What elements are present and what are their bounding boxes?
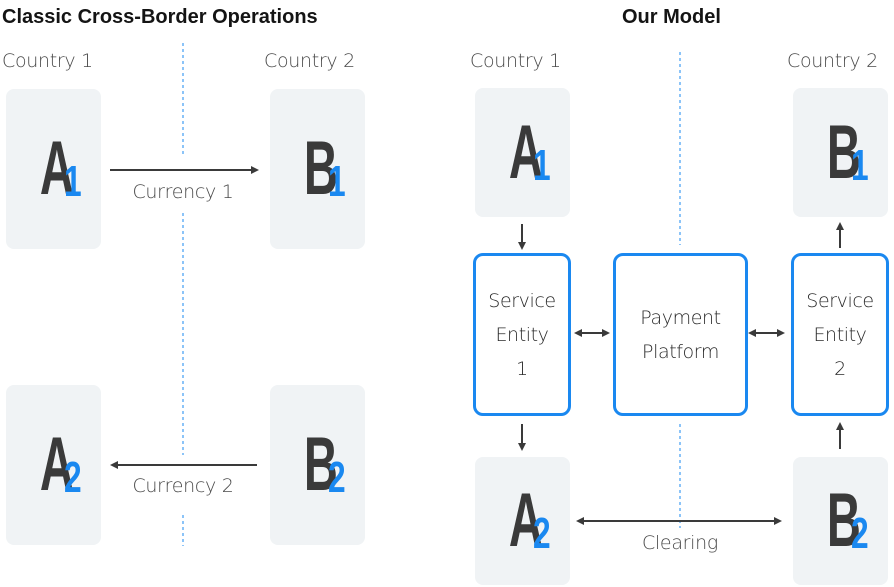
party-subscript: 2 xyxy=(327,453,346,502)
service-entity-1-line3: 1 xyxy=(516,357,528,380)
service-entity-1-line2: Entity xyxy=(495,323,549,346)
right-party-b2-box: B2 xyxy=(793,457,888,585)
right-party-b1-box: B1 xyxy=(793,88,888,217)
party-subscript: 1 xyxy=(327,157,346,206)
clearing-label: Clearing xyxy=(641,532,718,554)
party-subscript: 1 xyxy=(850,140,869,190)
service-entity-2-line1: Service xyxy=(806,289,874,312)
left-country-1-label: Country 1 xyxy=(2,50,93,72)
party-subscript: 2 xyxy=(63,453,82,502)
currency-2-label: Currency 2 xyxy=(132,475,234,497)
left-country-2-label: Country 2 xyxy=(264,50,355,72)
right-country-2-label: Country 2 xyxy=(787,50,878,72)
party-subscript: 2 xyxy=(850,509,869,558)
service-entity-1-line1: Service xyxy=(488,289,556,312)
payment-platform-box: Payment Platform xyxy=(613,253,748,416)
currency-1-label: Currency 1 xyxy=(132,181,234,203)
service-entity-2-line3: 2 xyxy=(834,357,846,380)
left-party-b1-box: B1 xyxy=(270,89,365,249)
party-letter: A xyxy=(39,126,74,211)
service-entity-2-box: Service Entity 2 xyxy=(791,253,889,416)
left-party-a2-box: A2 xyxy=(6,385,101,545)
payment-platform-line1: Payment xyxy=(640,306,721,329)
party-subscript: 1 xyxy=(532,140,551,190)
party-letter: A xyxy=(508,109,543,195)
party-subscript: 1 xyxy=(63,157,82,206)
party-letter: A xyxy=(508,478,543,563)
payment-platform-line2: Platform xyxy=(642,340,719,363)
service-entity-1-box: Service Entity 1 xyxy=(473,253,571,416)
service-entity-2-line2: Entity xyxy=(813,323,867,346)
left-party-b2-box: B2 xyxy=(270,385,365,545)
party-subscript: 2 xyxy=(532,509,551,558)
party-letter: B xyxy=(303,422,338,507)
left-panel-title: Classic Cross-Border Operations xyxy=(2,6,318,28)
right-party-a1-box: A1 xyxy=(475,88,570,217)
right-party-a2-box: A2 xyxy=(475,457,570,585)
left-party-a1-box: A1 xyxy=(6,89,101,249)
party-letter: B xyxy=(826,478,861,563)
party-letter: A xyxy=(39,422,74,507)
party-letter: B xyxy=(826,109,861,195)
party-letter: B xyxy=(303,126,338,211)
right-panel-title: Our Model xyxy=(622,6,721,28)
right-country-1-label: Country 1 xyxy=(470,50,561,72)
